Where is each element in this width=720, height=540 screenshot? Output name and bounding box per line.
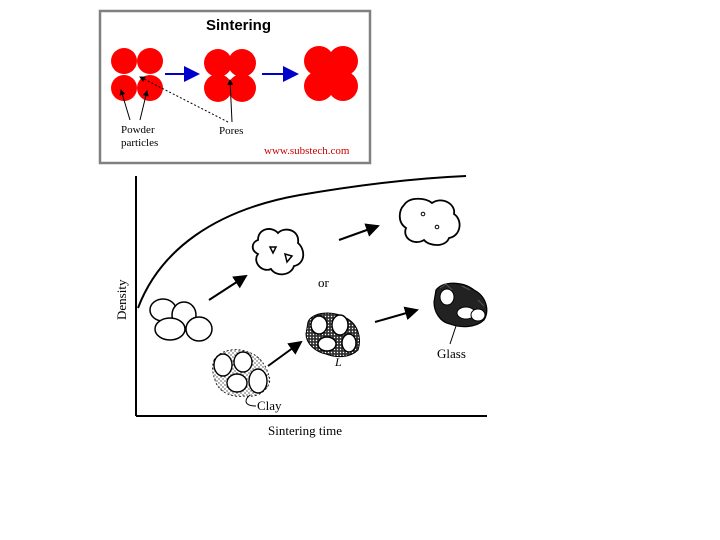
path-arrow — [209, 276, 246, 300]
particle — [137, 48, 163, 74]
particle — [111, 75, 137, 101]
particles-label: particles — [121, 137, 158, 149]
pore — [228, 73, 232, 77]
powder-label: Powder — [121, 124, 155, 136]
clay-label: Clay — [257, 398, 282, 413]
particle — [137, 75, 163, 101]
y-axis-label: Density — [114, 279, 129, 320]
sintered-stage — [304, 46, 358, 101]
panel-title: Sintering — [206, 17, 271, 34]
sintering-panel: Sintering P — [100, 11, 370, 163]
particle-fill — [318, 60, 344, 87]
particle — [111, 48, 137, 74]
path-arrow — [268, 342, 301, 366]
density-graph: Density Sintering time or — [114, 176, 487, 438]
path-arrow — [339, 226, 378, 240]
or-label: or — [318, 275, 330, 290]
glass-label: Glass — [437, 346, 466, 361]
densified-body — [400, 199, 460, 245]
path-arrow — [375, 310, 417, 322]
particle — [228, 49, 256, 77]
particle — [204, 49, 232, 77]
pores-label: Pores — [219, 125, 243, 137]
liquid-phase-particles — [306, 313, 360, 357]
x-axis-label: Sintering time — [268, 423, 342, 438]
clay-bonded-particles — [213, 350, 270, 397]
necking-stage — [204, 49, 256, 102]
glass-leader — [450, 326, 456, 344]
necked-particles — [253, 229, 304, 274]
watermark: www.substech.com — [264, 145, 350, 157]
particle — [204, 74, 232, 102]
loose-particles — [150, 299, 212, 341]
particle — [228, 74, 256, 102]
liquid-label: L — [334, 355, 342, 369]
glass-bonded-body — [434, 283, 487, 326]
